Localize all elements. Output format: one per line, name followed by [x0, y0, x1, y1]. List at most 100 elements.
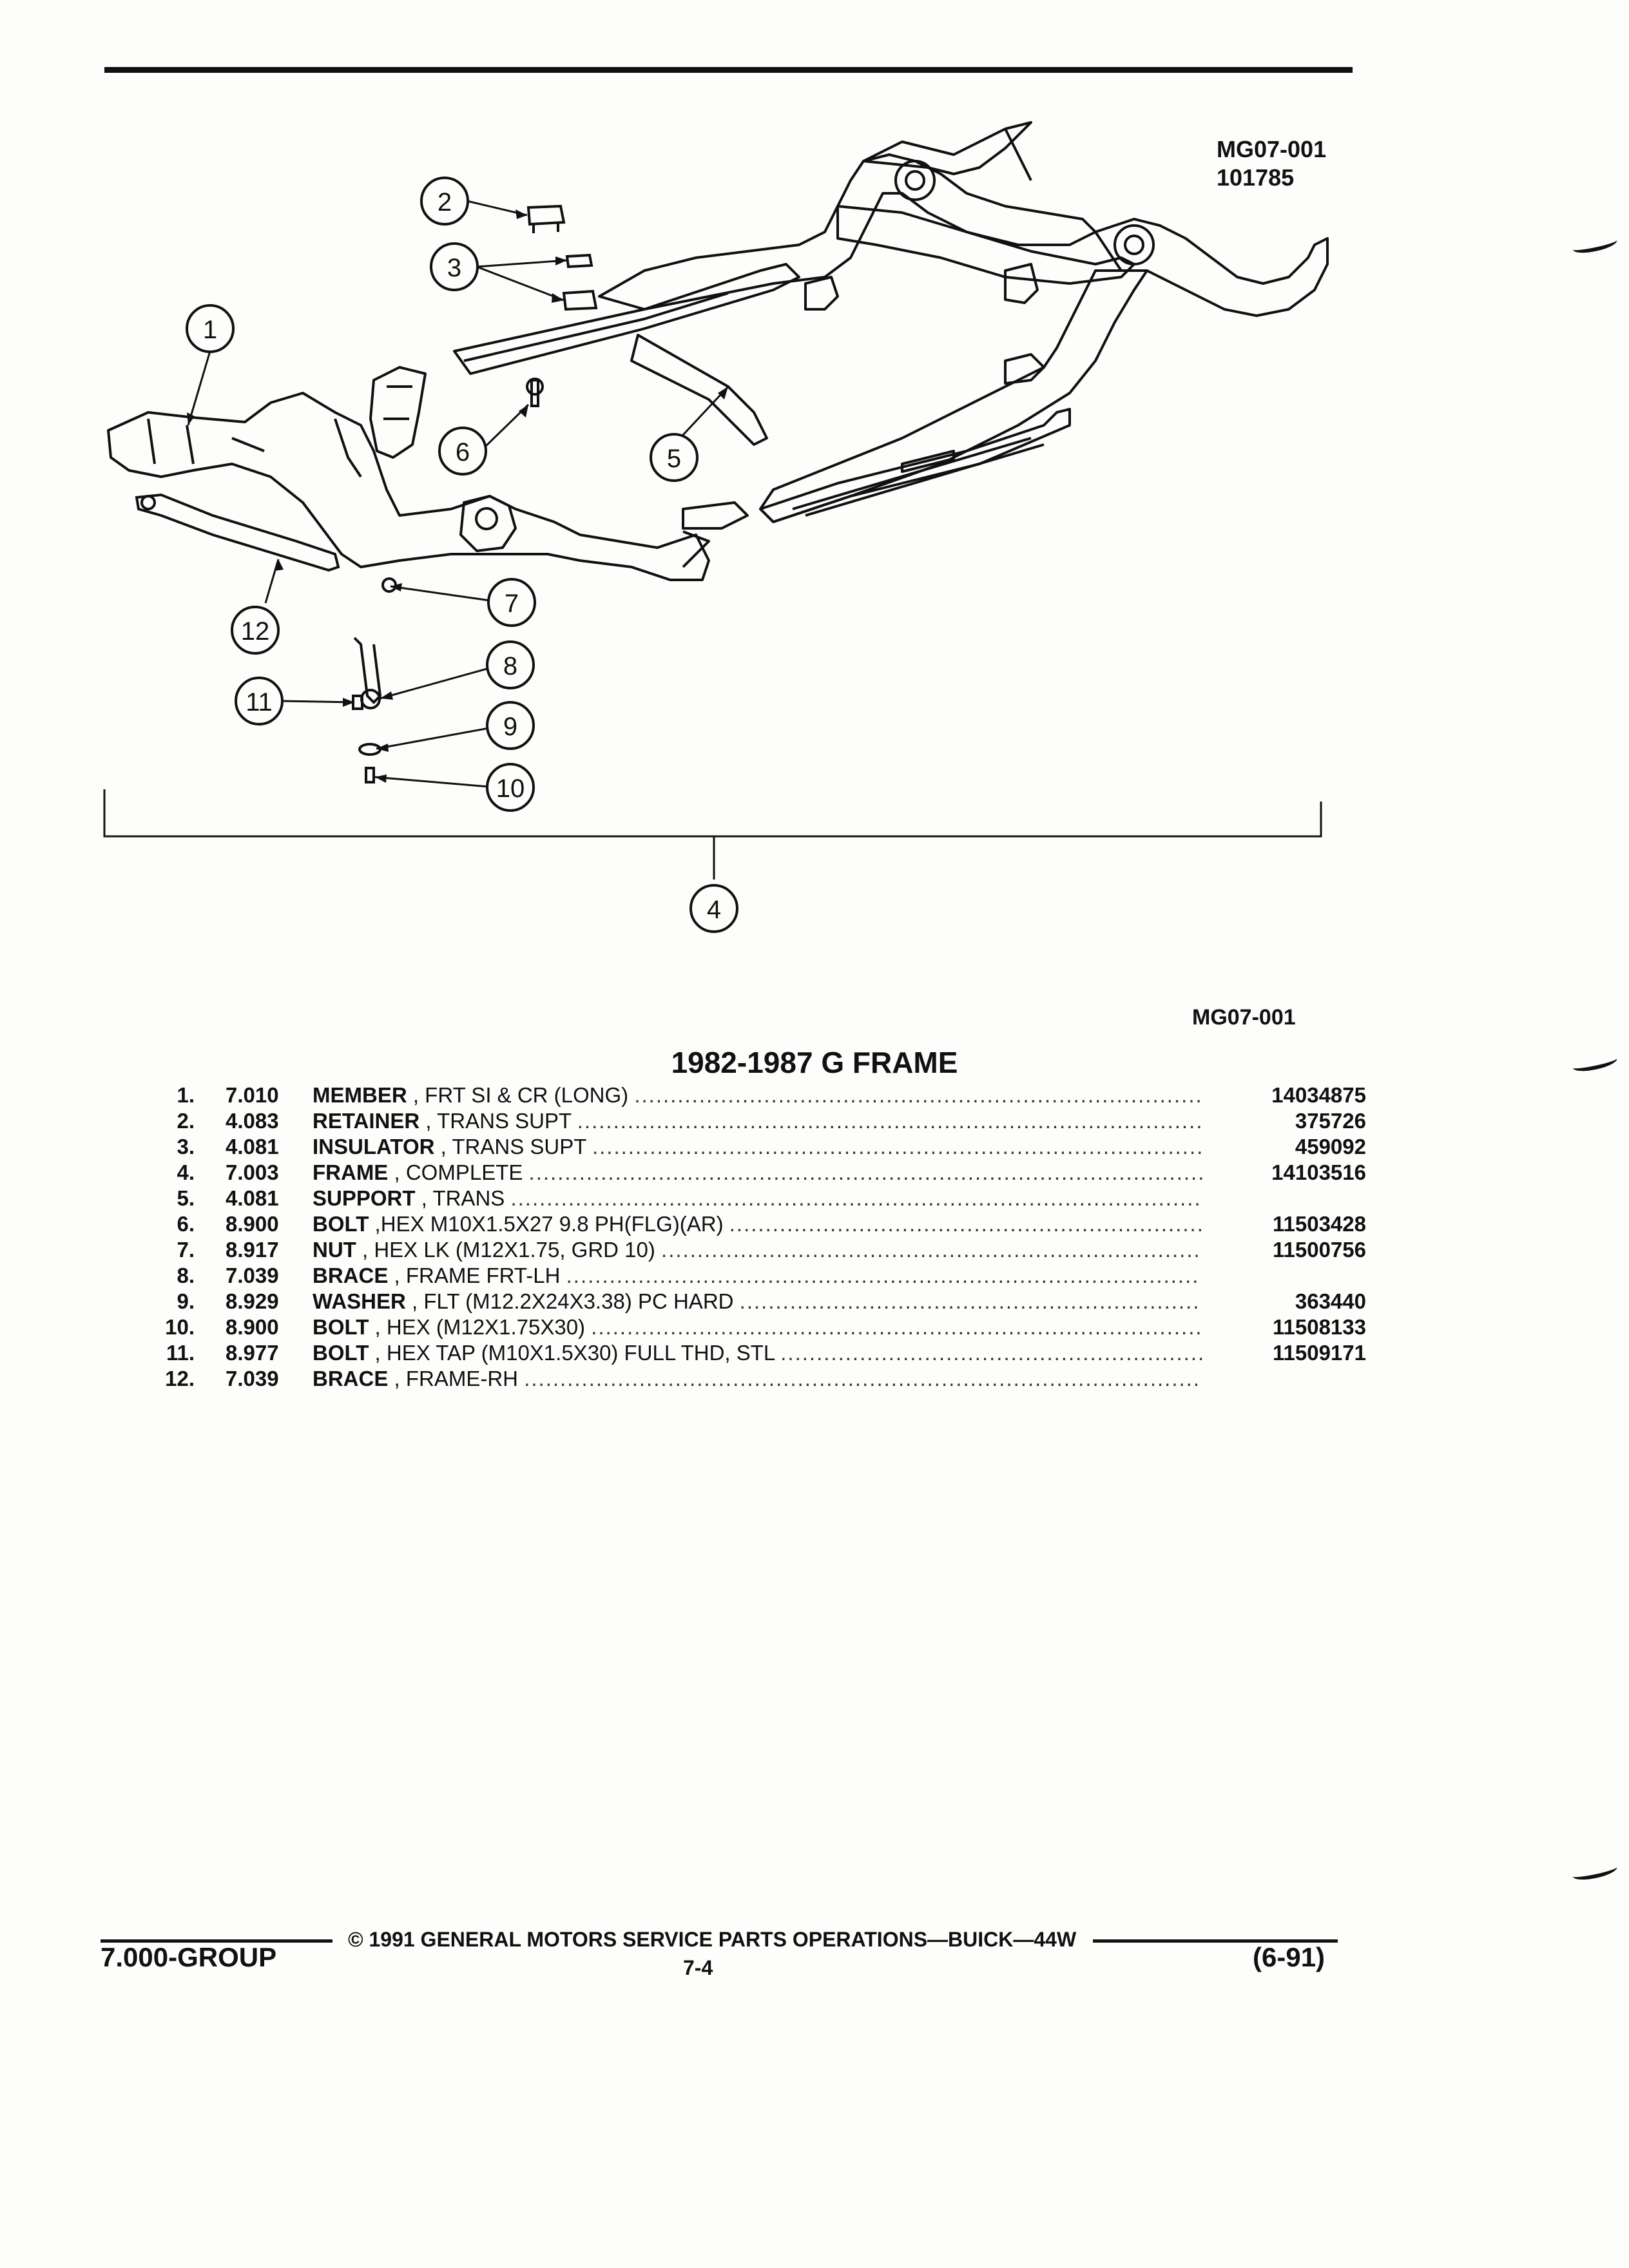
part-description: RETAINER , TRANS SUPT ..................… — [313, 1108, 1203, 1134]
leader-dots: ........................................… — [729, 1212, 1204, 1236]
callout-10-circle — [486, 763, 535, 812]
part-detail: , FRT SI & CR (LONG) — [412, 1083, 629, 1107]
diagram-ref-date: 101785 — [1217, 164, 1295, 191]
footer-copyright: © 1991 GENERAL MOTORS SERVICE PARTS OPER… — [348, 1928, 1077, 1951]
frame-exploded-diagram: 1 2 3 4 5 6 7 8 9 10 11 12 — [103, 121, 1329, 933]
part-description: BRACE , FRAME-RH .......................… — [313, 1366, 1200, 1392]
part-name: BOLT — [313, 1315, 369, 1339]
callout-12: 12 — [241, 617, 270, 646]
part-item-number: 11. — [166, 1341, 195, 1365]
part-item-number: 10. — [165, 1315, 195, 1339]
part-description: MEMBER , FRT SI & CR (LONG) ............… — [313, 1082, 1203, 1108]
part-number: 14103516 — [1271, 1160, 1366, 1184]
part-name: BOLT — [313, 1212, 369, 1236]
callout-7-circle — [487, 578, 536, 627]
part-name: BRACE — [313, 1264, 389, 1287]
footer-rule-right — [1093, 1939, 1338, 1943]
leader-dots: ........................................… — [566, 1264, 1200, 1287]
callout-circles — [186, 177, 738, 933]
part-detail: , HEX LK (M12X1.75, GRD 10) — [362, 1238, 655, 1262]
footer-page-number: 7-4 — [683, 1956, 713, 1979]
part-name: NUT — [313, 1238, 356, 1262]
callout-11-circle — [235, 677, 284, 726]
leader-dots: ........................................… — [661, 1238, 1201, 1262]
part-number: 363440 — [1295, 1289, 1366, 1313]
part-description: NUT , HEX LK (M12X1.75, GRD 10) ........… — [313, 1237, 1201, 1263]
part-item-number: 3. — [177, 1135, 195, 1158]
parts-row: 10. 8.900 BOLT , HEX (M12X1.75X30) .......… — [155, 1314, 1366, 1340]
part-number: 11500756 — [1272, 1238, 1366, 1262]
part-description: BOLT , HEX TAP (M10X1.5X30) FULL THD, ST… — [313, 1340, 1205, 1366]
leader-arrowheads — [187, 209, 728, 783]
part-number: 11509171 — [1272, 1341, 1366, 1365]
footer-revision: (6-91) — [1253, 1942, 1325, 1972]
leader-dots: ........................................… — [591, 1315, 1203, 1339]
part-group-code: 7.039 — [226, 1367, 279, 1390]
part-group-code: 8.900 — [226, 1315, 279, 1339]
parts-table-title: 1982-1987 G FRAME — [671, 1046, 958, 1079]
callout-9-circle — [486, 701, 535, 750]
part-name: RETAINER — [313, 1109, 420, 1133]
part-item-number: 6. — [177, 1212, 195, 1236]
callout-1: 1 — [203, 316, 217, 344]
figure-ref-label: MG07-001 — [1192, 1005, 1296, 1030]
part-name: MEMBER — [313, 1083, 407, 1107]
part-description: FRAME , COMPLETE .......................… — [313, 1160, 1205, 1186]
part-detail: , HEX (M12X1.75X30) — [374, 1315, 586, 1339]
callout-5-circle — [650, 433, 699, 482]
part-group-code: 8.917 — [226, 1238, 279, 1262]
part-group-code: 8.929 — [226, 1289, 279, 1313]
part-description: SUPPORT , TRANS ........................… — [313, 1186, 1202, 1211]
part-detail: , TRANS SUPT — [425, 1109, 572, 1133]
part-item-number: 8. — [177, 1264, 195, 1287]
leader-dots: ........................................… — [592, 1135, 1204, 1158]
margin-mark — [1571, 1860, 1619, 1883]
callout-11: 11 — [246, 688, 273, 716]
part-group-code: 8.900 — [226, 1212, 279, 1236]
diagram-ref-code: MG07-001 — [1217, 136, 1327, 162]
part-name: BRACE — [313, 1367, 389, 1390]
callout-6-circle — [438, 427, 487, 476]
part-group-code: 8.977 — [226, 1341, 279, 1365]
part-group-code: 7.003 — [226, 1160, 279, 1184]
part-number: 11508133 — [1272, 1315, 1366, 1339]
frame-drawing — [107, 121, 1329, 581]
trans-mount-parts — [526, 204, 598, 407]
part-detail: ,HEX M10X1.5X27 9.8 PH(FLG)(AR) — [374, 1212, 724, 1236]
callout-3: 3 — [447, 254, 461, 282]
diagram-ref-block: MG07-001 101785 — [1217, 135, 1326, 192]
part-name: FRAME — [313, 1160, 389, 1184]
leader-dots: ........................................… — [739, 1289, 1200, 1313]
part-name: INSULATOR — [313, 1135, 435, 1158]
leader-dots: ........................................… — [780, 1341, 1206, 1365]
callout-8-circle — [486, 640, 535, 689]
leader-dots: ........................................… — [510, 1186, 1202, 1210]
parts-row: 11. 8.977 BOLT , HEX TAP (M10X1.5X30) FULL… — [155, 1340, 1366, 1366]
part-detail: , FRAME-RH — [394, 1367, 519, 1390]
part-number: 375726 — [1295, 1109, 1366, 1133]
part-item-number: 7. — [177, 1238, 195, 1262]
callout-1-circle — [186, 304, 235, 353]
part-description: BOLT , HEX (M12X1.75X30) ...............… — [313, 1314, 1203, 1340]
callout-4: 4 — [707, 896, 721, 924]
part-name: SUPPORT — [313, 1186, 416, 1210]
callout-6: 6 — [456, 438, 470, 466]
part-detail: , TRANS SUPT — [440, 1135, 586, 1158]
part-group-code: 4.083 — [226, 1109, 279, 1133]
part-description: WASHER , FLT (M12.2X24X3.38) PC HARD ...… — [313, 1289, 1200, 1314]
part-description: BOLT ,HEX M10X1.5X27 9.8 PH(FLG)(AR) ...… — [313, 1211, 1204, 1237]
callout-9: 9 — [503, 713, 517, 741]
part-detail: , COMPLETE — [394, 1160, 523, 1184]
callout-labels: 1 2 3 4 5 6 7 8 9 10 11 12 — [203, 188, 721, 924]
brace-frame-rh-drawing — [135, 493, 340, 572]
part-name: WASHER — [313, 1289, 406, 1313]
callout-8: 8 — [503, 652, 517, 680]
part-item-number: 1. — [177, 1083, 195, 1107]
